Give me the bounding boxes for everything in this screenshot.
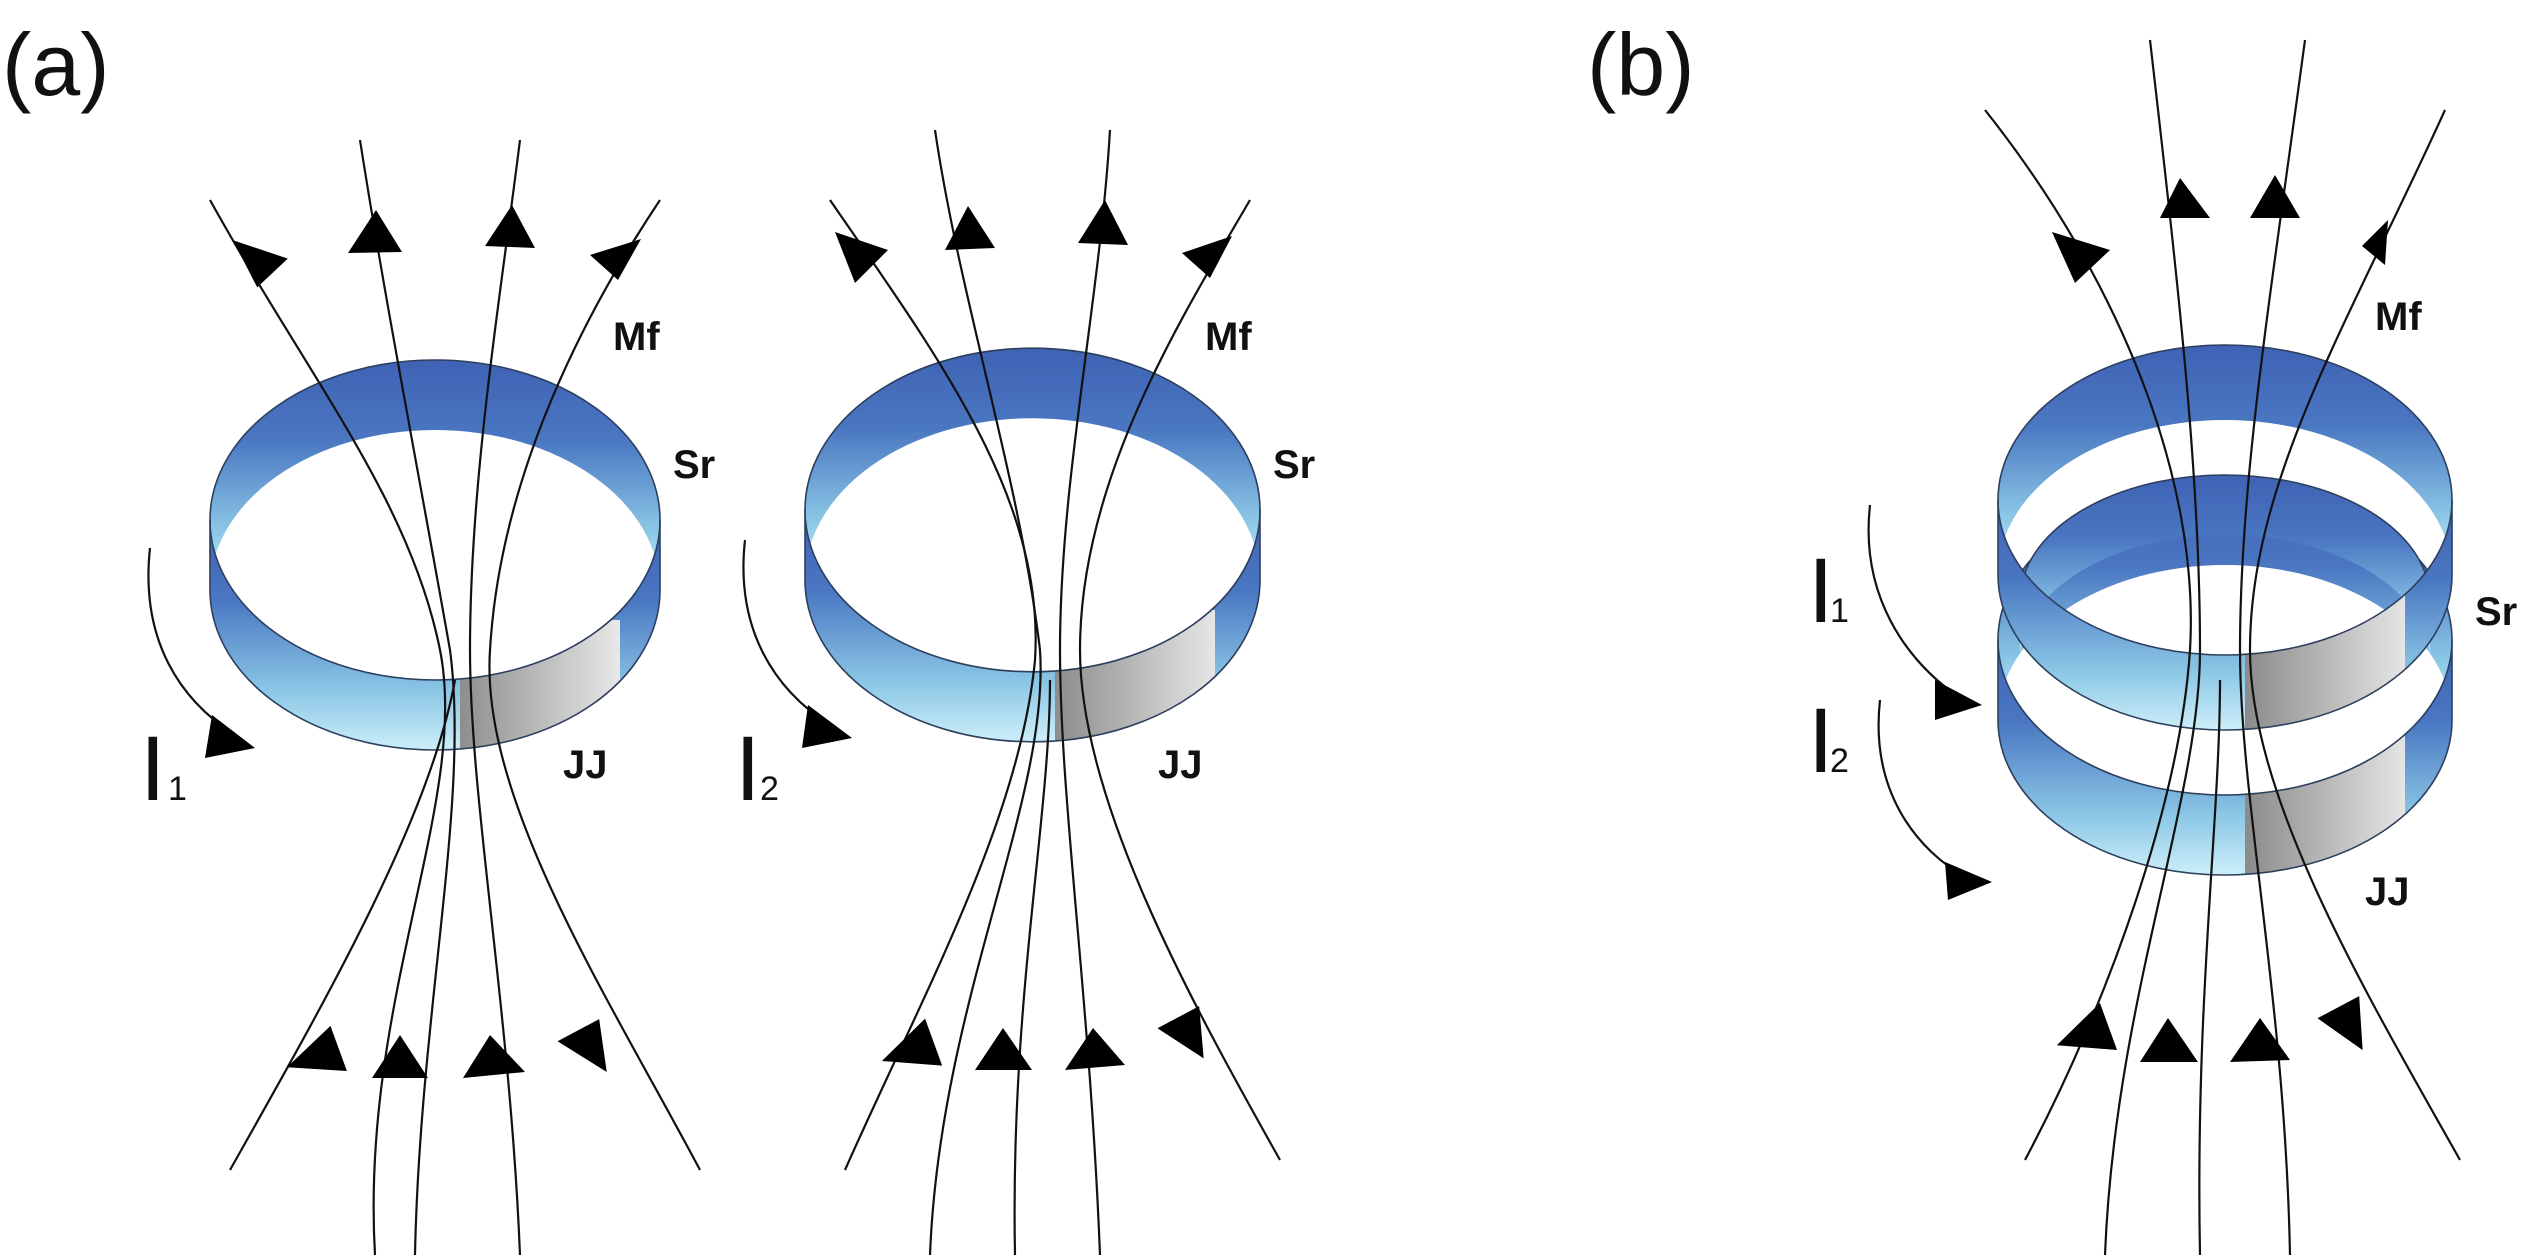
arrowhead-icon <box>945 206 995 250</box>
lower-current-label: I <box>1808 690 1834 792</box>
arrowhead-icon <box>835 232 888 283</box>
flux-label: Mf <box>1205 315 1252 359</box>
current-subscript: 2 <box>760 770 779 808</box>
arrowhead-icon <box>590 239 641 280</box>
ring-label: Sr <box>1273 443 1315 487</box>
flux-label: Mf <box>613 315 660 359</box>
field-lines <box>209 139 701 1256</box>
junction-label: JJ <box>1158 743 1203 787</box>
arrowhead-icon <box>485 205 535 248</box>
current-arrowhead-icon <box>802 705 852 748</box>
ring-a2: Mf Sr JJ I 2 <box>735 129 1315 1256</box>
flux-label: Mf <box>2375 295 2422 339</box>
arrowhead-icon <box>1065 1028 1125 1070</box>
current-arrow <box>742 539 852 748</box>
current-arrow-upper <box>1867 504 1982 720</box>
junction-label: JJ <box>2365 870 2410 914</box>
arrowhead-icon <box>2160 178 2210 218</box>
arrowhead-icon <box>2052 232 2110 283</box>
upper-current-subscript: 1 <box>1830 592 1849 630</box>
lower-current-subscript: 2 <box>1830 742 1849 780</box>
panel-a-label: (a) <box>2 15 110 114</box>
arrowhead-icon <box>1157 1006 1204 1059</box>
arrowhead-icon <box>2362 220 2388 265</box>
arrowhead-icon <box>2250 175 2300 218</box>
superconducting-ring <box>209 359 661 751</box>
josephson-junction-upper <box>2245 594 2405 730</box>
current-arrowhead-icon <box>205 715 255 758</box>
field-arrows <box>2052 175 2388 1062</box>
superconducting-ring <box>804 347 1261 743</box>
field-lines <box>1984 39 2461 1256</box>
arrowhead-icon <box>463 1035 525 1078</box>
arrowhead-icon <box>881 1018 943 1066</box>
ring-label: Sr <box>2475 590 2517 634</box>
josephson-junction <box>1055 610 1215 741</box>
current-arrow <box>147 547 255 758</box>
junction-label: JJ <box>563 743 608 787</box>
josephson-junction-lower <box>2245 734 2405 875</box>
arrowhead-icon <box>2056 1002 2118 1050</box>
current-arrow-lower <box>1877 699 1992 900</box>
arrowhead-icon <box>372 1035 428 1078</box>
arrowhead-icon <box>2140 1018 2198 1062</box>
current-label: I <box>140 718 166 820</box>
current-subscript: 1 <box>168 770 187 808</box>
arrowhead-icon <box>348 210 402 253</box>
panel-b-label: (b) <box>1587 15 1695 114</box>
arrowhead-icon <box>286 1025 347 1072</box>
arrowhead-icon <box>1078 200 1128 245</box>
arrowhead-icon <box>2230 1018 2290 1062</box>
arrowhead-icon <box>557 1019 607 1072</box>
arrowhead-icon <box>1182 236 1232 278</box>
middle-ring <box>2019 474 2431 660</box>
upper-current-label: I <box>1808 540 1834 642</box>
arrowhead-icon <box>2317 996 2363 1051</box>
field-arrows <box>233 205 641 1078</box>
upper-ring <box>1997 344 2453 731</box>
arrowhead-icon <box>975 1028 1032 1070</box>
ring-label: Sr <box>673 443 715 487</box>
stacked-rings: Mf Sr JJ I 1 I 2 <box>1808 39 2517 1256</box>
ring-a1: Mf Sr JJ I 1 <box>140 139 715 1256</box>
current-arrowhead-icon <box>1945 862 1992 900</box>
arrowhead-icon <box>233 240 288 288</box>
josephson-junction <box>460 620 620 749</box>
current-label: I <box>735 718 761 820</box>
field-lines <box>829 129 1281 1256</box>
field-arrows <box>835 200 1232 1070</box>
current-arrowhead-icon <box>1935 680 1982 720</box>
